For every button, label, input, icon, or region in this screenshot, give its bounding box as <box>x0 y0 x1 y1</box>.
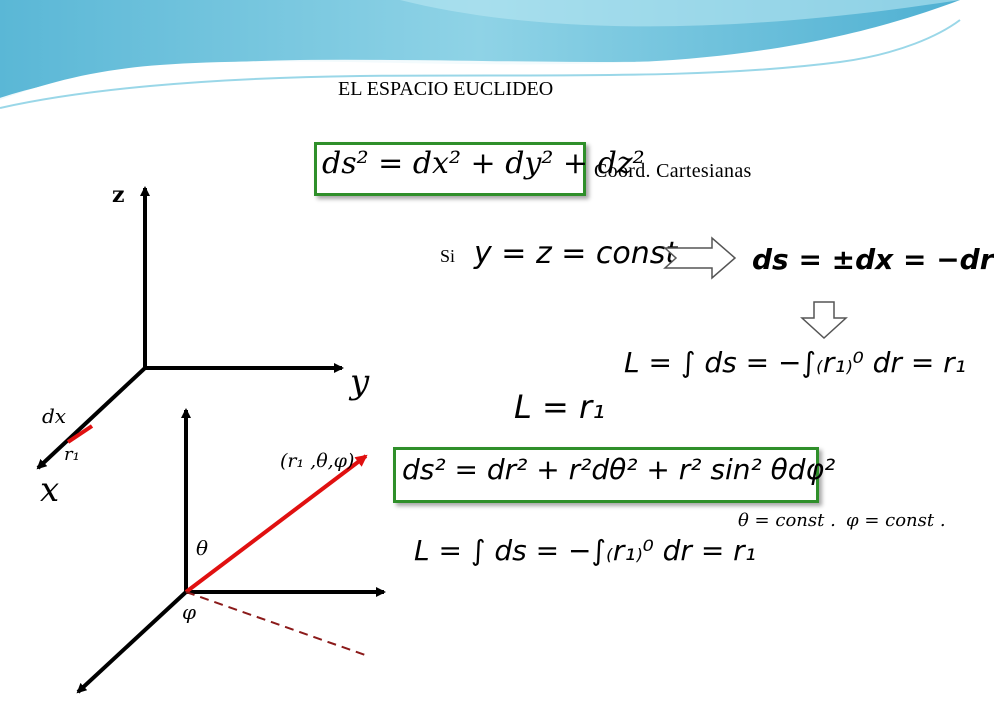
right-arrow-icon <box>663 236 737 280</box>
theta-const: θ = const . <box>738 510 836 531</box>
result-equation: ds = ±dx = −dr <box>752 243 994 276</box>
si-label: Si <box>440 246 456 266</box>
header-wave-banner <box>0 0 961 109</box>
cartesian-metric-box <box>314 142 586 196</box>
dx-label: dx <box>42 404 67 428</box>
r1-label: r₁ <box>64 444 80 465</box>
length-integral-1: L = ∫ ds = −∫₍r₁₎⁰ dr = r₁ <box>624 346 966 379</box>
down-arrow-icon <box>800 301 848 340</box>
phi-label: φ <box>182 600 197 624</box>
cartesian-axes <box>36 186 344 470</box>
y-axis-label: y <box>350 362 370 402</box>
x-axis-label: x <box>40 470 60 510</box>
point-coordinates-label: (r₁ ,θ,φ) <box>280 450 355 472</box>
length-result: L = r₁ <box>514 388 605 426</box>
slide-title: EL ESPACIO EUCLIDEO <box>338 78 554 100</box>
z-axis-label: z <box>112 182 125 208</box>
theta-label: θ <box>196 536 209 560</box>
phi-const: φ = const . <box>846 510 946 531</box>
condition-equation: y = z = const <box>474 236 678 271</box>
spherical-metric-box <box>393 447 819 503</box>
coordinate-diagrams <box>36 186 848 694</box>
cartesian-metric-equation: ds² = dx² + dy² + dz² <box>322 146 645 181</box>
spherical-metric-equation: ds² = dr² + r²dθ² + r² sin² θdφ² <box>402 453 836 486</box>
cartesian-caption: Coord. Cartesianas <box>594 160 752 182</box>
length-integral-2: L = ∫ ds = −∫₍r₁₎⁰ dr = r₁ <box>414 534 756 567</box>
spherical-axes <box>76 408 386 694</box>
